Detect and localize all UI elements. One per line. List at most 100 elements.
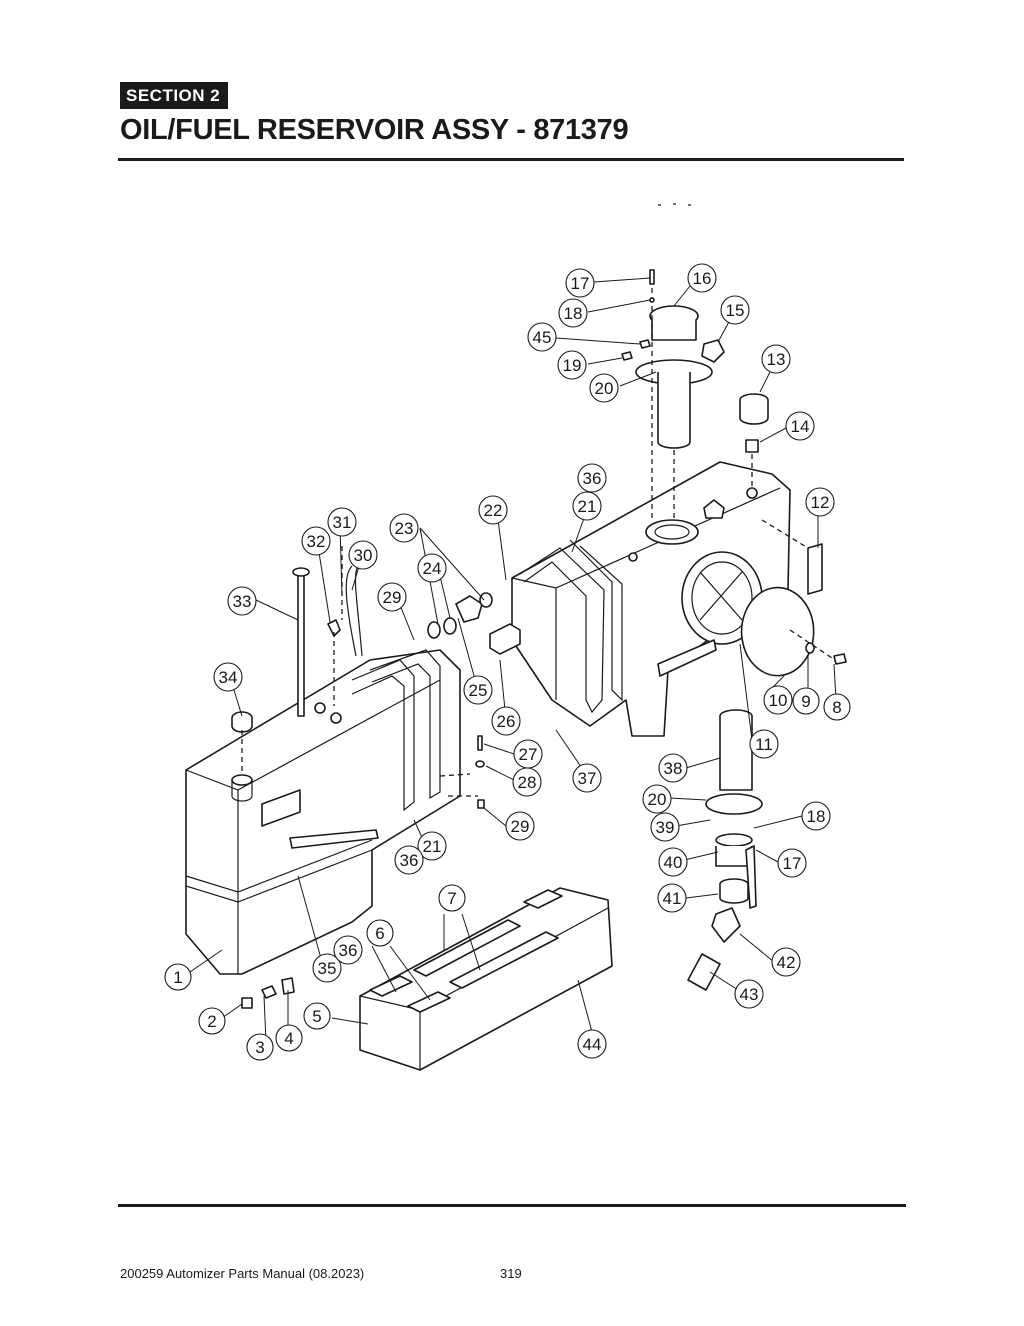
callout-23: 23: [389, 513, 419, 543]
svg-text:2: 2: [207, 1012, 216, 1031]
svg-text:8: 8: [832, 698, 841, 717]
svg-text:43: 43: [740, 985, 759, 1004]
callout-19: 19: [557, 350, 587, 380]
callout-1: 1: [164, 963, 192, 991]
svg-text:37: 37: [578, 769, 597, 788]
callout-42: 42: [771, 947, 801, 977]
svg-text:20: 20: [595, 379, 614, 398]
svg-text:20: 20: [648, 790, 667, 809]
diagram-artwork: [185, 203, 847, 1071]
header-rule: [118, 158, 904, 161]
page-number: 319: [500, 1266, 522, 1281]
callout-22: 22: [478, 495, 508, 525]
svg-text:1: 1: [173, 968, 182, 987]
callout-27: 27: [513, 739, 543, 769]
svg-text:41: 41: [663, 889, 682, 908]
svg-text:9: 9: [801, 692, 810, 711]
callout-25: 25: [463, 675, 493, 705]
svg-text:17: 17: [783, 854, 802, 873]
footer-rule: [118, 1204, 906, 1207]
callout-6: 6: [366, 919, 394, 947]
svg-text:27: 27: [519, 745, 538, 764]
callout-7: 7: [438, 884, 466, 912]
callout-5: 5: [303, 1002, 331, 1030]
mounting-bracket-part: [359, 887, 613, 1071]
callout-12: 12: [805, 487, 835, 517]
svg-text:40: 40: [664, 853, 683, 872]
callout-41: 41: [657, 883, 687, 913]
callout-32: 32: [301, 526, 331, 556]
section-badge: SECTION 2: [120, 82, 229, 109]
filler-neck-part: [635, 305, 725, 449]
svg-text:18: 18: [564, 304, 583, 323]
svg-text:39: 39: [656, 818, 675, 837]
callout-20-bottom: 20: [642, 784, 672, 814]
svg-text:25: 25: [469, 681, 488, 700]
callout-18-top: 18: [558, 298, 588, 328]
svg-text:11: 11: [755, 735, 773, 754]
callout-34: 34: [213, 662, 243, 692]
svg-text:18: 18: [807, 807, 826, 826]
svg-text:36: 36: [339, 941, 358, 960]
svg-text:5: 5: [312, 1007, 321, 1026]
callout-20-top: 20: [589, 373, 619, 403]
callout-33: 33: [227, 586, 257, 616]
svg-text:12: 12: [811, 493, 830, 512]
callout-30: 30: [348, 540, 378, 570]
svg-text:26: 26: [497, 712, 516, 731]
svg-text:22: 22: [484, 501, 503, 520]
callout-45: 45: [527, 322, 557, 352]
callout-31: 31: [327, 507, 357, 537]
callout-10: 10: [763, 685, 793, 715]
callout-29-top: 29: [377, 582, 407, 612]
callout-15: 15: [720, 295, 750, 325]
svg-text:30: 30: [354, 546, 373, 565]
drain-fitting-part: [687, 709, 763, 991]
svg-text:28: 28: [518, 773, 537, 792]
callout-39: 39: [650, 812, 680, 842]
page-title: OIL/FUEL RESERVOIR ASSY - 871379: [120, 114, 629, 146]
callout-40: 40: [658, 847, 688, 877]
callout-36-bottom: 36: [333, 935, 363, 965]
svg-text:33: 33: [233, 592, 252, 611]
sight-gauge-part: [807, 543, 823, 595]
callout-8: 8: [823, 693, 851, 721]
svg-text:15: 15: [726, 301, 745, 320]
callout-36-mid: 36: [394, 845, 424, 875]
callout-14: 14: [785, 411, 815, 441]
svg-text:13: 13: [767, 350, 786, 369]
callout-21-right: 21: [572, 491, 602, 521]
svg-text:7: 7: [447, 889, 456, 908]
dipstick-part: [297, 573, 305, 717]
svg-text:23: 23: [395, 519, 414, 538]
cap-part: [739, 393, 769, 425]
callout-44: 44: [577, 1029, 607, 1059]
svg-text:19: 19: [563, 356, 582, 375]
left-tank-part: [185, 649, 461, 975]
callout-26: 26: [491, 706, 521, 736]
svg-text:38: 38: [664, 759, 683, 778]
callout-9: 9: [792, 687, 820, 715]
svg-text:35: 35: [318, 959, 337, 978]
svg-text:36: 36: [583, 469, 602, 488]
callout-18-bottom: 18: [801, 801, 831, 831]
callout-28: 28: [512, 767, 542, 797]
callout-35: 35: [312, 953, 342, 983]
svg-text:45: 45: [533, 328, 552, 347]
callout-29-bottom: 29: [505, 811, 535, 841]
svg-text:32: 32: [307, 532, 326, 551]
callout-11: 11: [749, 729, 779, 759]
svg-text:14: 14: [791, 417, 810, 436]
callout-17-bottom: 17: [777, 848, 807, 878]
svg-text:36: 36: [400, 851, 419, 870]
svg-text:29: 29: [383, 588, 402, 607]
svg-text:6: 6: [375, 924, 384, 943]
right-tank-part: [511, 461, 815, 737]
svg-text:34: 34: [219, 668, 238, 687]
callout-13: 13: [761, 344, 791, 374]
manual-title: 200259 Automizer Parts Manual (08.2023): [120, 1266, 365, 1281]
callout-3: 3: [246, 1033, 274, 1061]
callout-38: 38: [658, 753, 688, 783]
callout-2: 2: [198, 1007, 226, 1035]
